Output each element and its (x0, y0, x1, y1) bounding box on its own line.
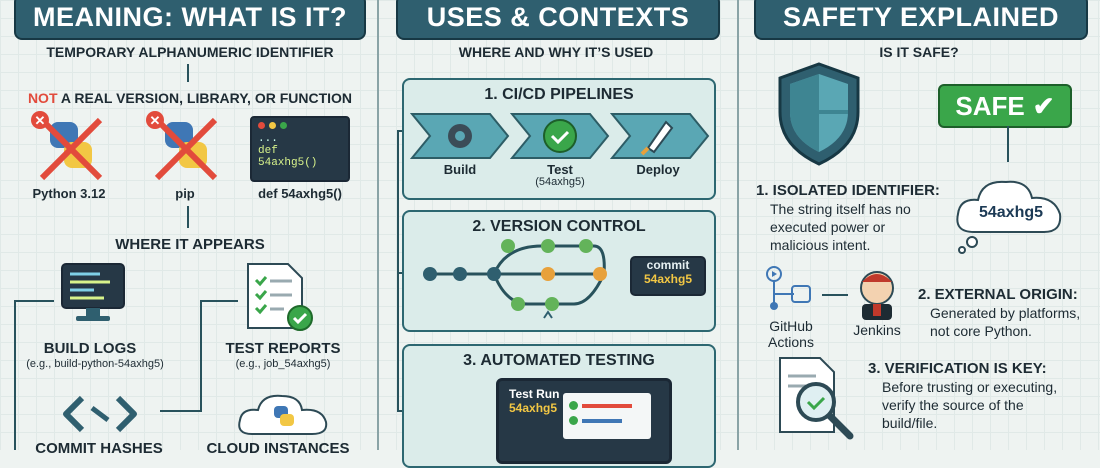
step-build: Build (443, 162, 477, 177)
commit-tag: commit 54axhg5 (630, 256, 706, 296)
python-crossed-icon: ✕ (31, 111, 103, 181)
check-icon: ✔ (1032, 90, 1055, 121)
safe-badge: SAFE ✔ (938, 84, 1072, 128)
pip-crossed-icon: ✕ (146, 111, 218, 181)
jenkins-label: Jenkins (853, 322, 901, 338)
test-results-window (563, 393, 651, 439)
connector-left (14, 300, 16, 450)
build-logs-example: (e.g., build-python-54axhg5) (26, 358, 164, 370)
document-magnifier-icon (779, 357, 854, 440)
github-label: GitHub (769, 318, 813, 334)
point-2-line-2: not core Python. (930, 323, 1032, 339)
not-statement: NOT A REAL VERSION, LIBRARY, OR FUNCTION (20, 90, 360, 106)
thought-cloud-icon (956, 180, 1062, 254)
test-run-label: Test Run (509, 387, 560, 401)
commit-tag-id: 54axhg5 (643, 272, 693, 286)
github-actions-label: GitHub Actions (756, 318, 826, 350)
jenkins-icon (860, 271, 894, 320)
safe-connector (1007, 126, 1009, 162)
safety-banner: SAFETY EXPLAINED (754, 0, 1088, 40)
point-1-line-1: The string itself has no (770, 201, 911, 217)
step-deploy: Deploy (636, 162, 680, 177)
point-3-line-1: Before trusting or executing, (882, 379, 1058, 395)
code-line: def 54axhg5() (258, 145, 318, 169)
step-test: Test (547, 162, 573, 177)
cloud-instances-label: CLOUD INSTANCES (206, 440, 350, 457)
cloud-python-icon (238, 394, 328, 435)
point-1-line-2: executed power or (770, 219, 886, 235)
commit-hashes-label: COMMIT HASHES (35, 440, 163, 457)
code-brackets-icon (63, 395, 137, 433)
code-snippet-box: ... def 54axhg5() (250, 116, 350, 182)
automated-testing-title: 3. AUTOMATED TESTING (463, 352, 655, 369)
actions-label: Actions (768, 334, 814, 350)
python-label: Python 3.12 (32, 186, 106, 201)
window-dots (252, 118, 348, 133)
uses-connector (397, 130, 399, 412)
document-check-icon (247, 263, 313, 331)
test-reports-example: (e.g., job_54axhg5) (235, 358, 331, 370)
point-2-line-1: Generated by platforms, (930, 305, 1081, 321)
connector-mid (200, 300, 202, 412)
pipeline-chevrons (409, 113, 710, 159)
github-actions-icon (766, 266, 811, 310)
connector-mid-h2 (160, 410, 200, 412)
not-word: NOT (27, 90, 58, 106)
connector-arrow-2 (187, 206, 189, 228)
point-1-body: The string itself has no executed power … (770, 200, 950, 254)
test-run-id: 54axhg5 (509, 401, 558, 415)
safe-badge-label: SAFE (955, 90, 1025, 121)
cicd-title: 1. CI/CD PIPELINES (484, 86, 634, 103)
code-dots: ... (258, 133, 278, 145)
point-3-head: 3. VERIFICATION IS KEY: (868, 360, 1047, 377)
build-logs-label: BUILD LOGS (43, 340, 137, 357)
where-appears-title: WHERE IT APPEARS (115, 236, 265, 253)
point-2-head: 2. EXTERNAL ORIGIN: (918, 286, 1078, 303)
meaning-subtitle: TEMPORARY ALPHANUMERIC IDENTIFIER (46, 44, 334, 60)
connector-mid-h (200, 300, 238, 302)
safety-subtitle: IS IT SAFE? (879, 44, 959, 60)
uses-banner: USES & CONTEXTS (396, 0, 720, 40)
shield-icon (778, 62, 860, 166)
connector-left-h (14, 300, 54, 302)
column-divider-1 (377, 0, 379, 450)
point-1-head: 1. ISOLATED IDENTIFIER: (756, 182, 940, 199)
point-1-line-3: malicious intent. (770, 237, 871, 253)
meaning-banner: MEANING: WHAT IS IT? (14, 0, 366, 40)
uses-subtitle: WHERE AND WHY IT’S USED (458, 44, 654, 60)
test-reports-label: TEST REPORTS (225, 340, 341, 357)
git-graph (423, 239, 607, 319)
test-run-monitor: Test Run 54axhg5 (496, 378, 672, 464)
step-test-sub: (54axhg5) (535, 176, 585, 188)
point-2-body: Generated by platforms, not core Python. (930, 304, 1100, 340)
pip-label: pip (175, 186, 195, 201)
monitor-icon (61, 263, 125, 321)
column-divider-2 (737, 0, 739, 450)
def-label: def 54axhg5() (258, 186, 342, 201)
connector-arrow (187, 64, 189, 82)
cloud-id: 54axhg5 (978, 204, 1044, 221)
not-rest: A REAL VERSION, LIBRARY, OR FUNCTION (57, 90, 353, 106)
platform-connector (822, 294, 848, 296)
version-control-title: 2. VERSION CONTROL (472, 218, 646, 235)
point-3-line-2: verify the source of the (882, 397, 1024, 413)
commit-tag-label: commit (646, 258, 690, 272)
point-3-body: Before trusting or executing, verify the… (882, 378, 1092, 432)
point-3-line-3: build/file. (882, 415, 938, 431)
svg-text:✕: ✕ (150, 113, 161, 128)
svg-text:✕: ✕ (35, 113, 46, 128)
